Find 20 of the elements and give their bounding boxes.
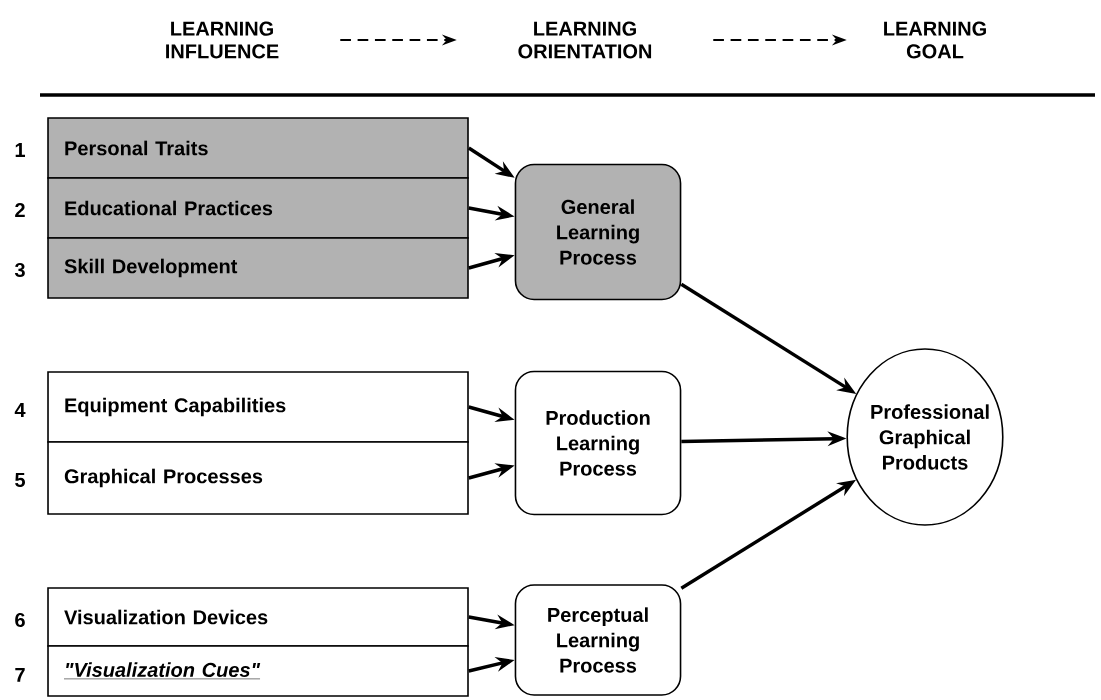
row-number: 7 [15, 668, 25, 682]
column-heading: LEARNING GOAL [884, 21, 986, 59]
column-heading: LEARNING INFLUENCE [166, 21, 279, 59]
row-number: 6 [15, 612, 25, 628]
row-number: 4 [14, 403, 26, 417]
row-number: 5 [15, 473, 25, 487]
column-heading: LEARNING ORIENTATION [518, 21, 652, 59]
factor-box: Educational Practices [47, 177, 469, 239]
factor-box: Equipment Capabilities [47, 371, 469, 443]
factor-box: Personal Traits [47, 117, 469, 179]
process-box: General Learning Process [514, 163, 682, 301]
factor-box: Visualization Devices [47, 587, 469, 647]
factor-box: Graphical Processes [47, 441, 469, 515]
process-box: Production Learning Process [514, 370, 682, 516]
factor-box: "Visualization Cues" [47, 645, 469, 697]
row-number: 3 [14, 262, 25, 278]
row-number: 1 [15, 143, 25, 157]
row-number: 2 [15, 203, 25, 217]
factor-box: Skill Development [47, 237, 469, 299]
process-box: Perceptual Learning Process [514, 584, 682, 696]
